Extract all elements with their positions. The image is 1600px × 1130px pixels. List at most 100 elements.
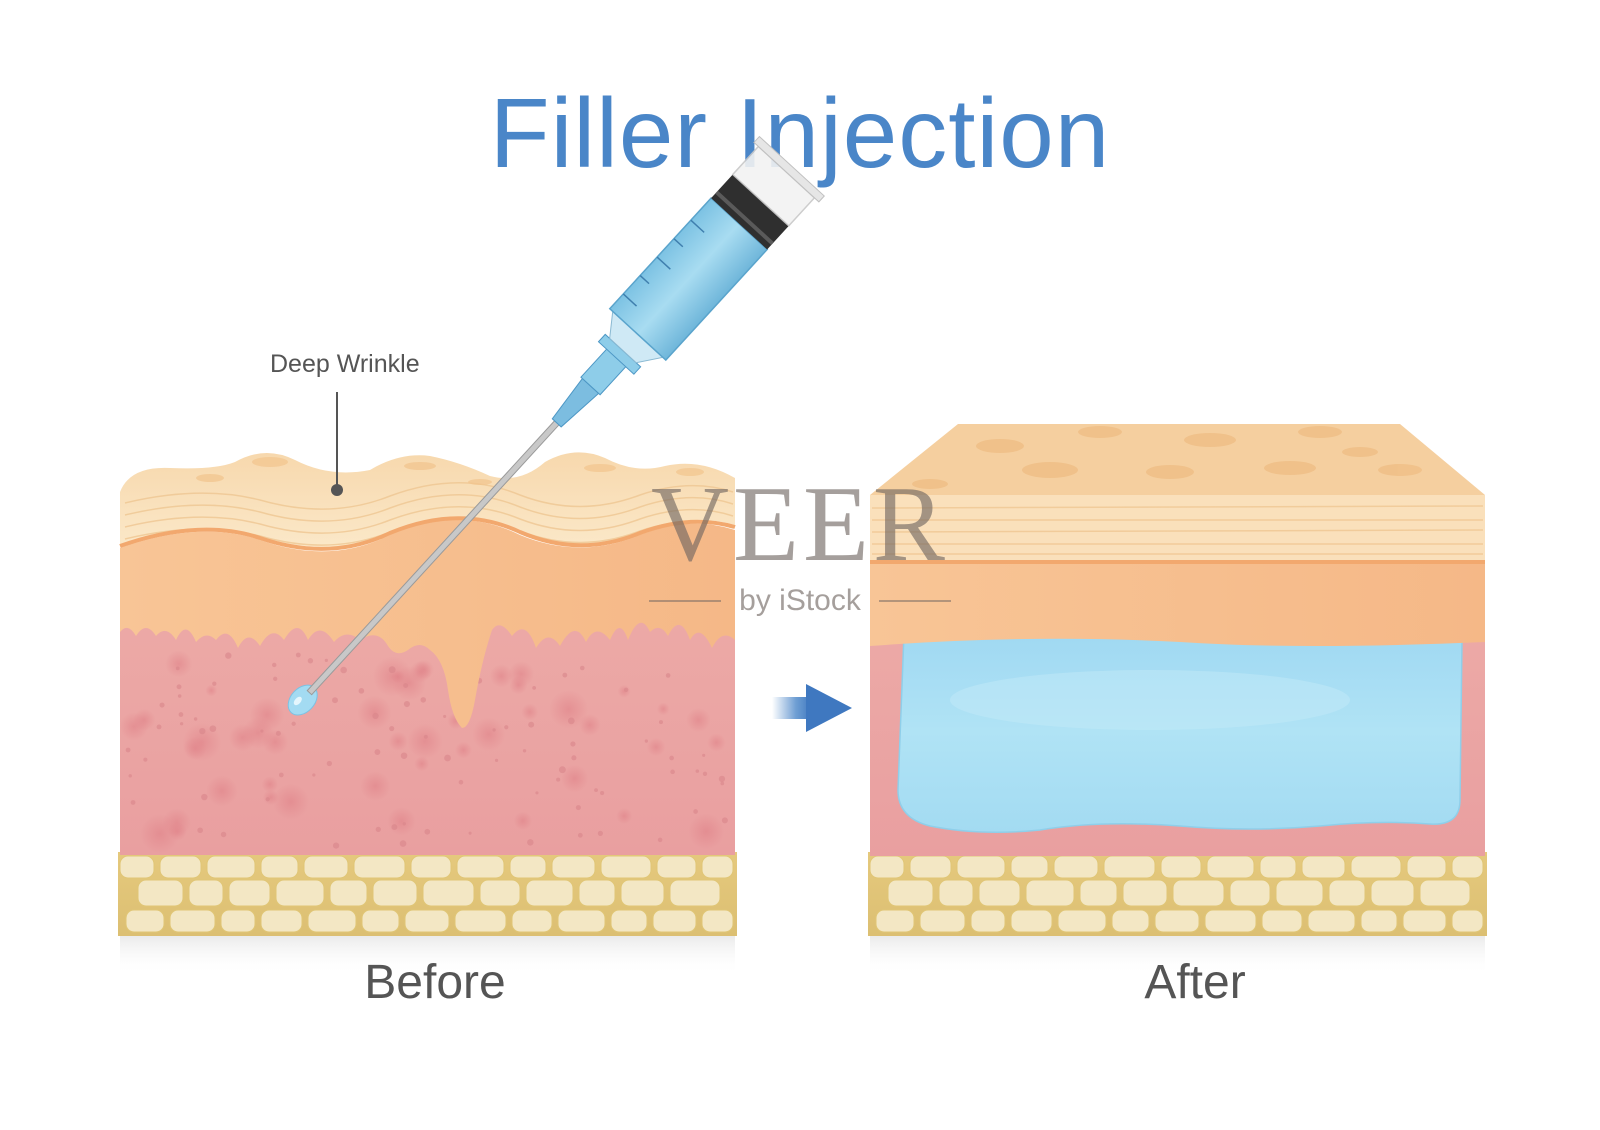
dermis-spot: [165, 650, 193, 678]
dermis-dot: [494, 758, 499, 762]
before-epidermis-lower: [120, 520, 735, 728]
fat-cell: [456, 855, 505, 879]
dermis-dot: [423, 734, 428, 739]
dermis-dot: [535, 791, 539, 795]
after-epidermis-front: [870, 495, 1485, 563]
arrow-right-icon: [772, 684, 852, 732]
dermis-dot: [492, 728, 496, 732]
fat-cell: [1079, 879, 1118, 907]
fat-cell: [578, 879, 616, 907]
dermis-spot: [206, 775, 238, 807]
fat-cell: [909, 855, 952, 879]
dermis-dot: [201, 793, 208, 801]
dermis-dot: [389, 725, 395, 732]
dermis-dot: [324, 658, 328, 662]
after-top-surface: [870, 424, 1485, 495]
dermis-spot: [168, 822, 187, 841]
fat-cell: [228, 879, 271, 907]
dermis-dot: [199, 727, 206, 735]
dermis-dot: [193, 717, 198, 721]
dermis-spot: [521, 703, 539, 721]
filler-gel: [897, 628, 1463, 833]
dermis-dot: [265, 797, 270, 802]
dermis-dot: [403, 683, 409, 688]
dermis-dot: [556, 777, 561, 782]
dermis-spot: [707, 733, 726, 752]
dermis-dot: [597, 830, 603, 836]
dermis-spot: [549, 689, 589, 729]
fat-cell: [1204, 909, 1257, 933]
dermis-dot: [388, 666, 396, 674]
dermis-dot: [400, 752, 408, 760]
dermis-dot: [332, 697, 338, 704]
plunger-seal-ridge: [715, 190, 774, 246]
dermis-dot: [340, 666, 347, 674]
dermis-dot: [197, 827, 203, 834]
fat-cell: [125, 909, 165, 933]
fat-cell: [1010, 909, 1053, 933]
fat-cell: [1307, 909, 1356, 933]
dermis-dot: [291, 721, 296, 726]
dermis-dot: [571, 755, 577, 761]
fat-cell: [479, 879, 521, 907]
dermis-spot: [407, 723, 443, 759]
dermis-dot: [374, 749, 381, 755]
dermis-spot: [617, 684, 631, 698]
callout-dot: [331, 484, 343, 496]
dermis-spot: [489, 664, 513, 688]
fat-cell: [1301, 855, 1346, 879]
droplet-highlight: [293, 696, 302, 706]
dermis-spot: [646, 737, 666, 757]
dermis-dot: [623, 687, 629, 692]
dermis-dot: [402, 822, 406, 826]
dermis-spot: [140, 814, 180, 854]
dermis-spot: [409, 660, 432, 683]
dermis-dot: [658, 720, 663, 725]
dermis-dot: [665, 673, 671, 678]
dermis-dot: [657, 837, 663, 843]
before-dermis-texture: [120, 650, 728, 854]
fat-cell: [1419, 879, 1471, 907]
fat-cell: [1350, 855, 1402, 879]
fat-cell: [1402, 909, 1447, 933]
fat-cell: [422, 879, 475, 907]
dermis-dot: [212, 681, 217, 686]
fat-cell: [1360, 909, 1398, 933]
dermis-dot: [225, 652, 232, 659]
dermis-dot: [273, 676, 278, 681]
fat-cell: [511, 909, 553, 933]
dermis-spot: [616, 807, 633, 825]
fat-cell: [978, 879, 1021, 907]
fat-cell: [875, 909, 915, 933]
dermis-dot: [567, 717, 575, 725]
fat-cell: [307, 909, 357, 933]
dermis-dot: [403, 700, 411, 708]
fat-cell: [1451, 855, 1484, 879]
fat-cell: [454, 909, 507, 933]
dermis-spot: [472, 717, 506, 751]
dermis-dot: [391, 824, 398, 831]
after-epidermis-lower: [870, 560, 1485, 646]
barrel-scale-marks: [622, 219, 705, 307]
dermis-spot: [656, 702, 670, 716]
before-epidermis-top: [120, 452, 735, 548]
dermis-dot: [143, 757, 148, 762]
page-title: Filler Injection: [489, 78, 1111, 188]
fat-cell: [1111, 909, 1150, 933]
dermis-spot: [183, 736, 207, 761]
before-surface-pores: [196, 457, 704, 485]
after-strata-lines: [871, 505, 1484, 555]
fat-cell: [1229, 879, 1271, 907]
fat-cell: [1154, 909, 1200, 933]
dermis-dot: [375, 826, 381, 832]
dermis-dot: [528, 721, 535, 728]
fat-cell: [620, 879, 665, 907]
dermis-dot: [295, 652, 301, 658]
fat-cell: [361, 909, 400, 933]
dermis-dot: [272, 662, 277, 668]
dermis-dot: [424, 828, 431, 835]
fat-cell: [1206, 855, 1255, 879]
fat-cell: [1275, 879, 1324, 907]
dermis-dot: [600, 790, 605, 796]
dermis-dot: [458, 779, 464, 785]
